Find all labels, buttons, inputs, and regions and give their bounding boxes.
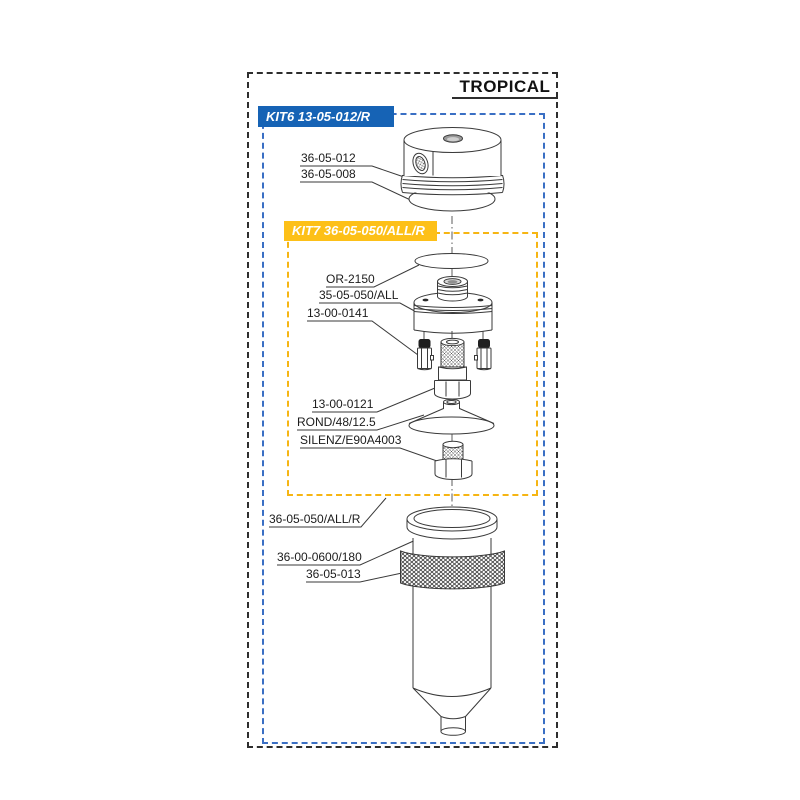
kit7-group-dashed-border xyxy=(287,232,538,496)
part-label-13-00-0141: 13-00-0141 xyxy=(307,306,369,320)
part-label-35-05-050-all: 35-05-050/ALL xyxy=(319,288,399,302)
kit6-label-tag: KIT6 13-05-012/R xyxy=(258,106,394,127)
tropical-header: TROPICAL xyxy=(452,76,558,99)
part-label-silenz-e90a4003: SILENZ/E90A4003 xyxy=(300,433,402,447)
kit7-label-tag: KIT7 36-05-050/ALL/R xyxy=(284,221,437,241)
part-label-36-05-013: 36-05-013 xyxy=(306,567,361,581)
part-label-36-05-012: 36-05-012 xyxy=(301,151,356,165)
outer-dashed-border xyxy=(247,72,558,748)
part-label-rond-48-12-5: ROND/48/12.5 xyxy=(297,415,376,429)
kit6-group-dashed-border xyxy=(262,113,545,744)
part-label-36-05-008: 36-05-008 xyxy=(301,167,356,181)
part-label-36-05-050-all-r: 36-05-050/ALL/R xyxy=(269,512,361,526)
part-label-36-00-0600-180: 36-00-0600/180 xyxy=(277,550,362,564)
part-label-13-00-0121: 13-00-0121 xyxy=(312,397,374,411)
part-label-or-2150: OR-2150 xyxy=(326,272,375,286)
